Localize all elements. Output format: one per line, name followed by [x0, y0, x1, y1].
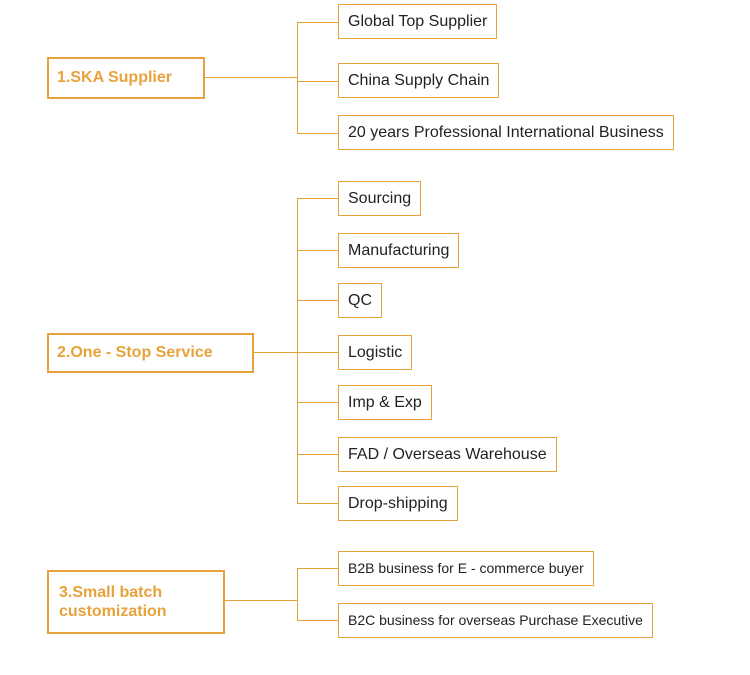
item-drop-shipping: Drop-shipping [338, 486, 458, 521]
item-logistic: Logistic [338, 335, 413, 370]
item-qc: QC [338, 283, 382, 318]
item-20-years-professional: 20 years Professional International Busi… [338, 115, 674, 150]
item-sourcing: Sourcing [338, 181, 422, 216]
category-one-stop-service: 2.One - Stop Service [47, 333, 254, 373]
item-global-top-supplier: Global Top Supplier [338, 4, 498, 39]
item-imp-exp: Imp & Exp [338, 385, 432, 420]
item-china-supply-chain: China Supply Chain [338, 63, 500, 98]
item-fad-overseas-warehouse: FAD / Overseas Warehouse [338, 437, 557, 472]
category-ska-supplier: 1.SKA Supplier [47, 57, 205, 99]
item-b2c-business: B2C business for overseas Purchase Execu… [338, 603, 653, 638]
item-manufacturing: Manufacturing [338, 233, 460, 268]
category-small-batch-customization: 3.Small batch customization [47, 570, 225, 634]
item-b2b-business: B2B business for E - commerce buyer [338, 551, 594, 586]
